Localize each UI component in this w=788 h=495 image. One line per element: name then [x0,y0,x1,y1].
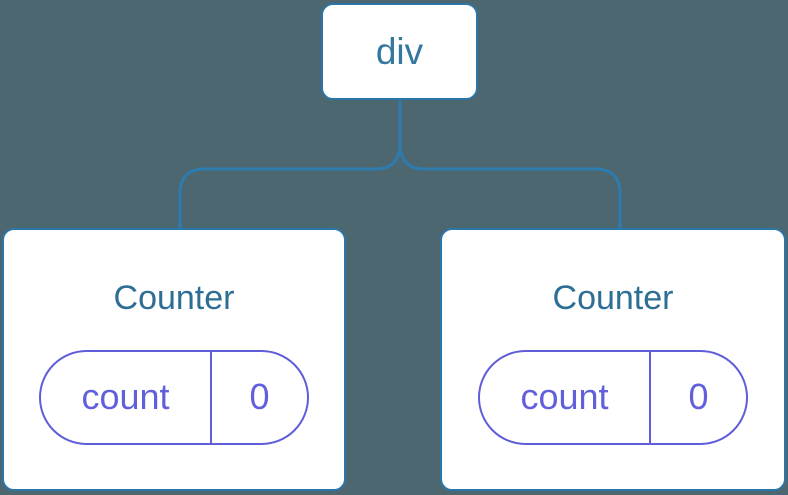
root-node-label: div [375,30,424,72]
tree-node-counter-left: Counter count 0 [2,228,346,491]
component-title: Counter [552,279,674,317]
state-name: count [480,351,651,443]
tree-node-counter-right: Counter count 0 [440,228,786,491]
state-pill: count 0 [39,349,309,445]
state-name: count [41,351,212,443]
component-title: Counter [113,279,235,317]
state-value: 0 [688,376,709,418]
connector-left-branch [178,99,402,229]
state-value: 0 [249,376,270,418]
state-pill: count 0 [478,349,748,445]
connector-right-branch [398,99,622,229]
tree-node-div: div [321,3,478,100]
